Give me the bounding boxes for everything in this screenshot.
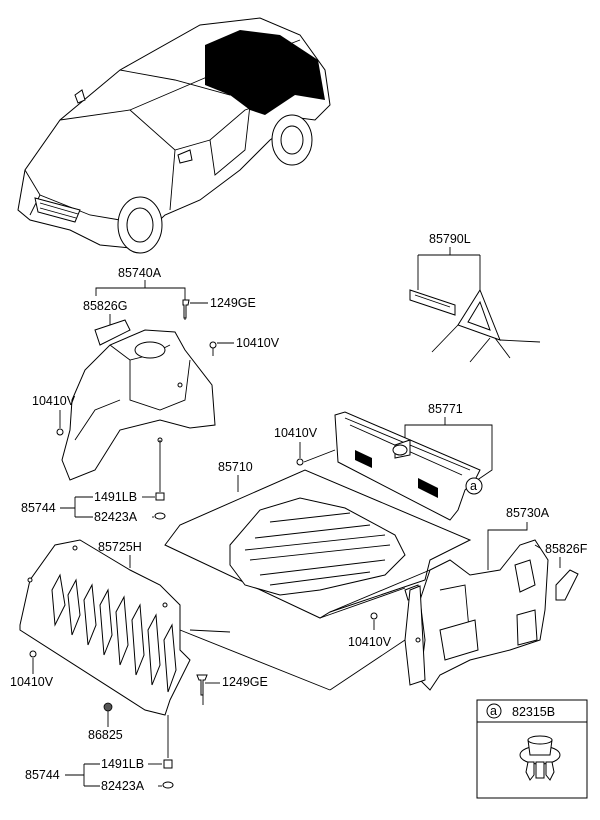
callout-a: a bbox=[470, 479, 477, 493]
label-1249GE-bot: 1249GE bbox=[222, 675, 268, 689]
label-85725H: 85725H bbox=[98, 540, 142, 554]
clip-86825 bbox=[103, 702, 113, 712]
label-85826G: 85826G bbox=[83, 299, 127, 313]
label-82423A-bot: 82423A bbox=[101, 779, 145, 793]
label-85740A: 85740A bbox=[118, 266, 162, 280]
detail-a-marker: a bbox=[490, 704, 497, 718]
cover-slots bbox=[51, 573, 177, 693]
label-85826F: 85826F bbox=[545, 542, 588, 556]
transverse-trim-group: 85771 a 10410V bbox=[274, 402, 493, 521]
label-85771: 85771 bbox=[428, 402, 463, 416]
label-10410V-c: 10410V bbox=[274, 426, 318, 440]
label-1491LB-bot: 1491LB bbox=[101, 757, 144, 771]
label-86825: 86825 bbox=[88, 728, 123, 742]
label-10410V-a: 10410V bbox=[236, 336, 280, 350]
label-1491LB-top: 1491LB bbox=[94, 490, 137, 504]
label-1249GE-top: 1249GE bbox=[210, 296, 256, 310]
right-side-trim-group: 85730A 85826F 10410V bbox=[319, 506, 588, 691]
label-82423A-top: 82423A bbox=[94, 510, 138, 524]
detail-box-82315B: a 82315B bbox=[476, 699, 588, 799]
cover-panel-group: 85725H 10410V 1249GE 86825 bbox=[10, 539, 406, 769]
label-10410V-d: 10410V bbox=[348, 635, 392, 649]
label-85744-bot: 85744 bbox=[25, 768, 60, 782]
label-10410V-e: 10410V bbox=[10, 675, 54, 689]
fastener-group-top: 85744 1491LB 82423A bbox=[21, 490, 166, 524]
label-10410V-b: 10410V bbox=[32, 394, 76, 408]
label-85730A: 85730A bbox=[506, 506, 550, 520]
left-side-trim-group: 85740A 85826G 1249GE 10410V 10410V bbox=[32, 266, 280, 501]
vehicle-illustration bbox=[17, 17, 331, 254]
fastener-group-bottom: 85744 1491LB 82423A bbox=[25, 757, 174, 793]
label-85790L: 85790L bbox=[429, 232, 471, 246]
label-85744-top: 85744 bbox=[21, 501, 56, 515]
warning-triangle-kit: 85790L bbox=[409, 232, 541, 363]
label-82315B: 82315B bbox=[512, 705, 555, 719]
label-85710: 85710 bbox=[218, 460, 253, 474]
